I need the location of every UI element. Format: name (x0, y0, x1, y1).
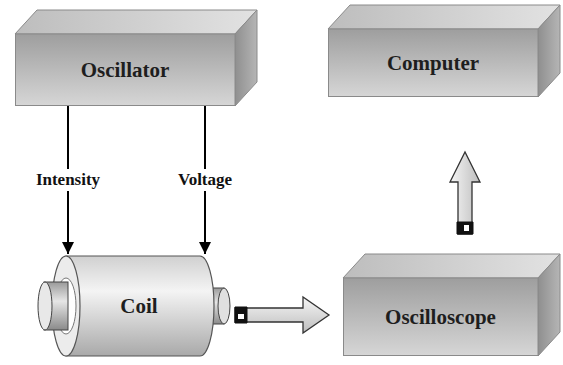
block-side (235, 10, 257, 106)
arrow-plug (235, 307, 247, 323)
block-arrow (450, 152, 480, 234)
block-side (538, 5, 560, 97)
node-face: Coil (78, 255, 200, 357)
hollow-arrow (450, 152, 480, 234)
block-front (344, 278, 539, 356)
rod-end (38, 282, 52, 330)
rod-end (218, 288, 230, 324)
hollow-arrow (235, 297, 329, 333)
signal-label: Voltage (175, 169, 235, 191)
block-side (538, 254, 560, 356)
node-face: Oscilloscope (343, 278, 538, 356)
block-arrow (235, 297, 329, 333)
block-top (15, 10, 257, 34)
plug-slot (238, 314, 244, 319)
node-title: Computer (387, 51, 479, 76)
node-face: Oscillator (15, 34, 235, 106)
coil-body (66, 256, 214, 356)
plug-slot (464, 225, 469, 231)
node-face: Computer (328, 29, 538, 97)
signal-label: Intensity (33, 169, 103, 191)
node-title: Coil (120, 294, 157, 319)
block-front (16, 34, 236, 106)
node-title: Oscilloscope (385, 305, 496, 330)
coil-cylinder: Coil (38, 255, 230, 357)
device-block: Oscilloscope (343, 254, 560, 356)
device-block: Oscillator (15, 10, 257, 106)
arrow-plug (457, 222, 473, 234)
block-front (329, 29, 539, 97)
block-top (343, 254, 560, 278)
block-top (328, 5, 560, 29)
device-block: Computer (328, 5, 560, 97)
node-title: Oscillator (81, 58, 170, 83)
